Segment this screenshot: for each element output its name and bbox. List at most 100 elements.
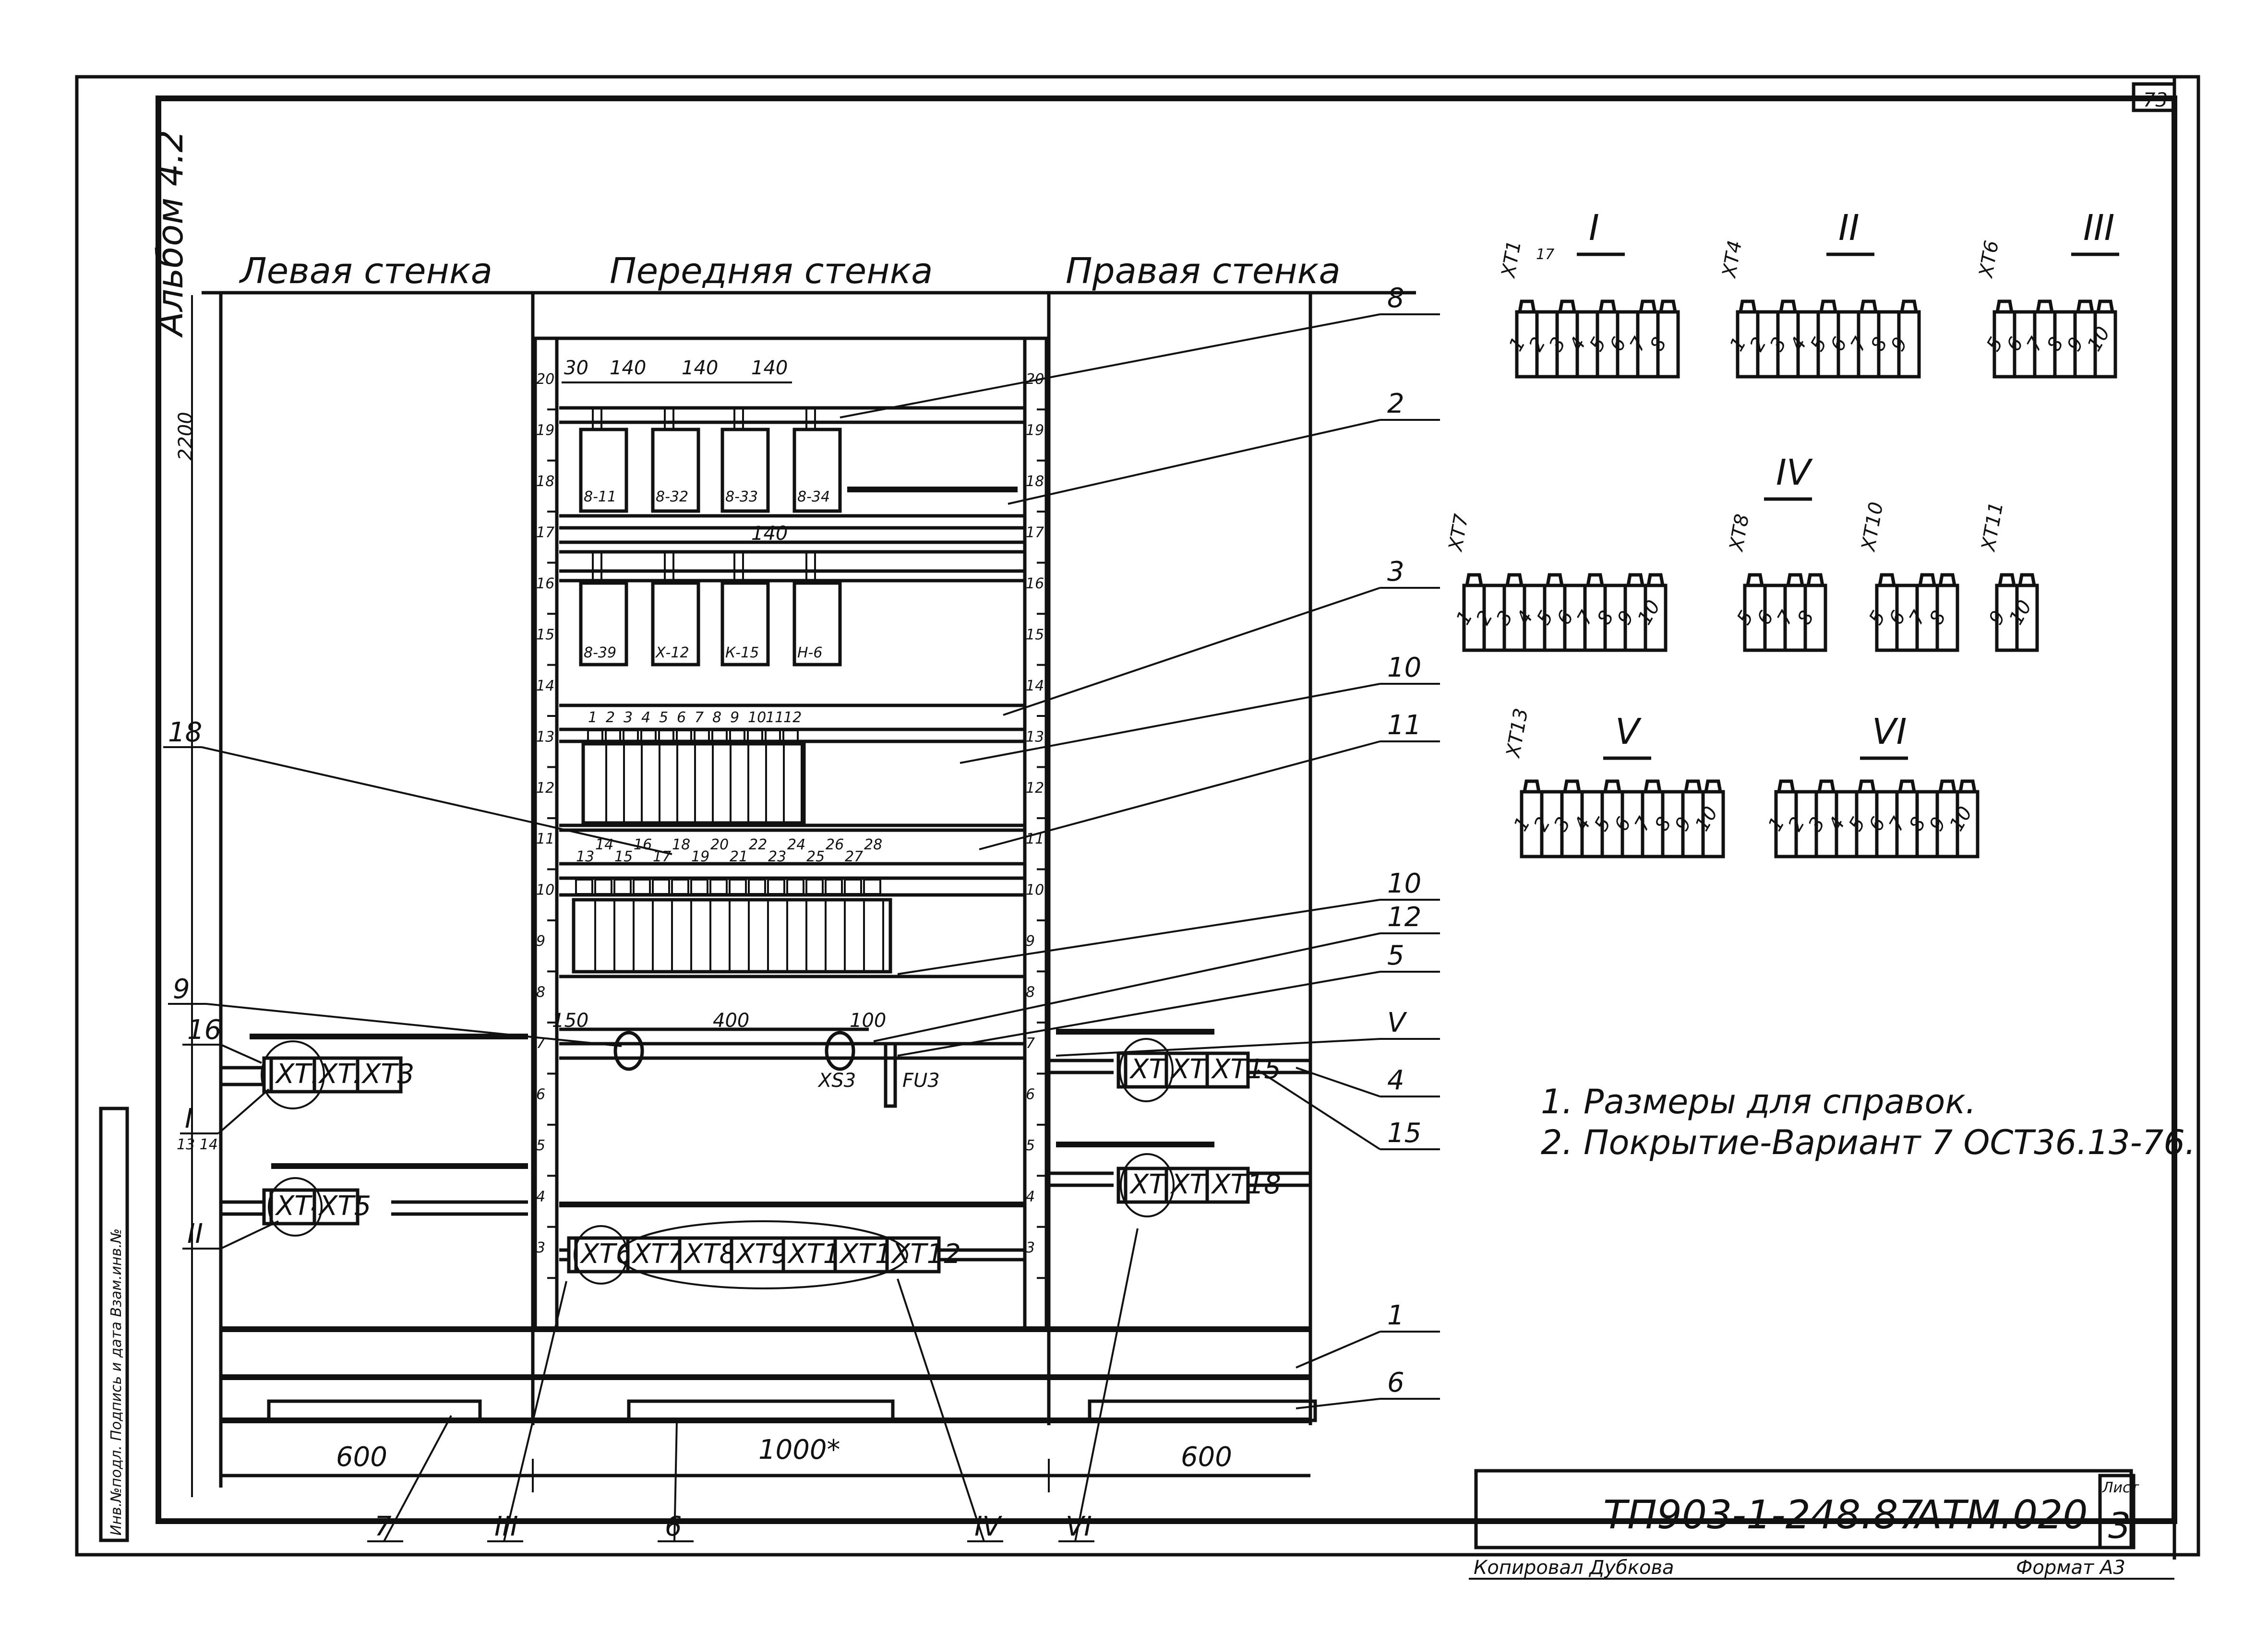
row-b-number: 28	[864, 836, 882, 853]
callout-label: 7	[374, 1511, 392, 1542]
socket-fuse-rail: 150 400 100 XS3 FU3	[552, 1010, 1025, 1108]
terminal-screw-icon	[1598, 299, 1617, 314]
rail-number-left: 17	[536, 524, 554, 541]
dim-140-a: 140	[610, 357, 646, 379]
row-b-number: 21	[730, 848, 748, 865]
relay-label: Х-12	[655, 644, 689, 661]
row-b-cell	[690, 879, 708, 895]
terminal-screw-icon	[1626, 573, 1645, 587]
terminal-block-label: XT8	[683, 1239, 736, 1270]
detail-circle-i	[261, 1040, 325, 1109]
row-b-cell	[844, 879, 862, 895]
detail-block-name: XT10	[1857, 500, 1887, 554]
row-b-number: 26	[826, 836, 844, 853]
row-b-cell	[671, 879, 689, 895]
relay-mount	[592, 407, 602, 430]
callout-label: 5	[1387, 940, 1404, 971]
terminal-cell	[1776, 310, 1800, 379]
callout-leader	[220, 1044, 262, 1064]
terminal-block	[356, 1056, 403, 1094]
rail-number-right: 7	[1026, 1035, 1035, 1052]
row-b-cell	[709, 879, 728, 895]
socket-icon	[825, 1031, 855, 1071]
detail-block-name: XT13	[1502, 707, 1532, 760]
corner-number: 73	[2143, 89, 2168, 111]
terminal-screw-icon	[2035, 299, 2054, 314]
dim-100: 100	[850, 1010, 886, 1032]
rail-number-left: 5	[536, 1137, 545, 1154]
terminal-cell	[1756, 310, 1780, 379]
rail-number-right: 14	[1026, 678, 1044, 694]
callout-leader	[1008, 419, 1380, 505]
terminal-screw-icon	[2096, 299, 2115, 314]
callout-leader	[897, 1278, 985, 1542]
rail-number-left: 10	[536, 882, 554, 899]
sheet-label: Лист	[2102, 1479, 2140, 1496]
row-b-number: 19	[691, 848, 709, 865]
terminal-screw-icon	[1558, 299, 1577, 314]
dim-left-600: 600	[336, 1441, 387, 1473]
row-b-cell	[633, 879, 651, 895]
relay-top	[792, 428, 842, 513]
rail-number-left: 3	[536, 1239, 545, 1256]
row-b-number: 13	[576, 848, 594, 865]
callout-label: III	[494, 1511, 518, 1542]
terminal-block-label: XT9	[735, 1239, 788, 1270]
terminal-screw-icon	[1522, 779, 1541, 794]
callout-label: 10	[1387, 652, 1421, 683]
callout-leader	[1003, 587, 1380, 716]
left-side-tag: 13 14	[177, 1136, 218, 1153]
dim-150: 150	[552, 1010, 588, 1032]
detail-block-name: XT8	[1725, 512, 1753, 554]
rail-number-right: 19	[1026, 422, 1044, 439]
detail-note: 17	[1536, 246, 1554, 263]
terminal-screw-icon	[1776, 779, 1796, 794]
terminal-cell	[2093, 310, 2117, 379]
rail-number-left: 19	[536, 422, 554, 439]
detail-circle-v	[1119, 1038, 1174, 1102]
terminal-details: IXT11234567817IIXT4123456789IIIXT6567891…	[1444, 207, 2119, 858]
row-b-number: 16	[634, 836, 652, 853]
terminal-cell	[1644, 584, 1668, 652]
terminal-block	[885, 1236, 941, 1274]
album-label: Альбом 4.2	[150, 130, 191, 338]
terminal-cell	[1575, 310, 1599, 379]
height-dimension: 2200	[175, 412, 197, 461]
callout-label: II	[187, 1218, 203, 1250]
rail-number-left: 16	[536, 575, 554, 592]
terminal-screw-icon	[1997, 573, 2016, 587]
row-a-cell	[729, 729, 745, 742]
relay-bottom	[651, 581, 700, 667]
row-b-number: 15	[614, 848, 633, 865]
relay-top	[651, 428, 700, 513]
callout-leader	[383, 1415, 452, 1542]
callout-label: 2	[1387, 388, 1404, 419]
sheet-frame: 73 Альбом 4.2 Инв.№подл. Подпись и дата …	[75, 75, 2200, 1560]
terminal-screw-icon	[1899, 299, 1919, 314]
terminal-screw-icon	[1918, 573, 1937, 587]
row-a-cell	[694, 729, 710, 742]
terminal-block	[269, 1056, 316, 1094]
row-b-number: 24	[787, 836, 805, 853]
terminal-block	[269, 1188, 316, 1226]
callout-label: 6	[1387, 1367, 1404, 1398]
paper-format: Формат А3	[2016, 1557, 2125, 1579]
terminal-block	[1205, 1051, 1250, 1089]
callout-label: 1	[1387, 1300, 1404, 1331]
row-b-cell	[767, 879, 785, 895]
dim-front-1000: 1000*	[758, 1434, 840, 1465]
sheet-number: 3	[2108, 1505, 2131, 1547]
rail-number-right: 4	[1026, 1189, 1035, 1205]
row-a-number: 3	[624, 709, 633, 726]
row-a-cell	[782, 729, 799, 742]
terminal-screw-icon	[1786, 573, 1805, 587]
callout-leader	[873, 932, 1380, 1042]
terminal-screw-icon	[1683, 779, 1703, 794]
rail-number-right: 15	[1026, 626, 1044, 643]
